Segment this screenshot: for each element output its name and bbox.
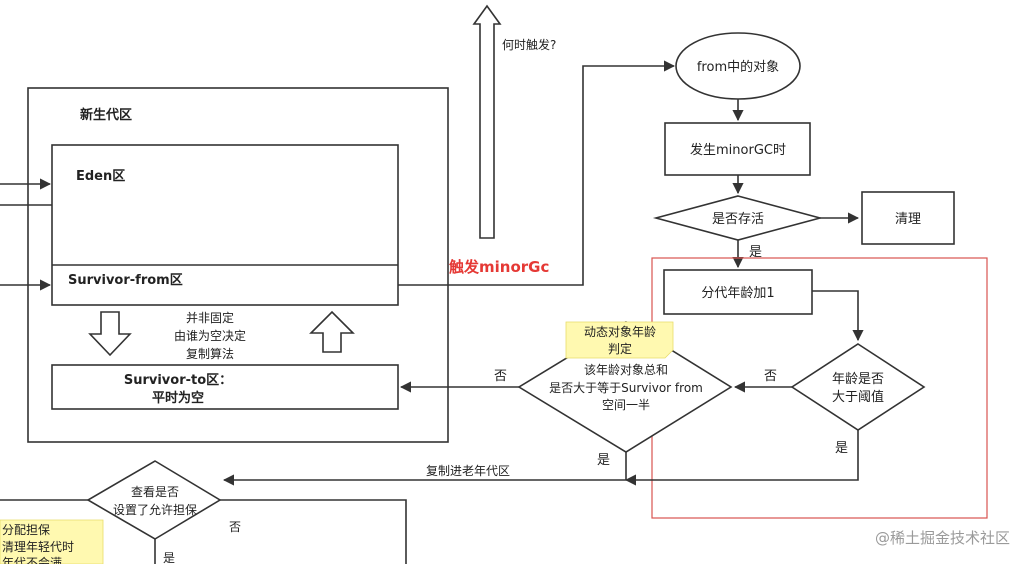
yes-guarantee-label: 是 [163, 551, 175, 564]
age-threshold-line1: 年龄是否 [832, 372, 884, 387]
up-copy-arrow-icon [309, 310, 355, 353]
no-half-label: 否 [494, 369, 507, 384]
clean-node [861, 191, 955, 245]
half-space-line1: 该年龄对象总和 [584, 363, 668, 377]
watermark-text: @稀土掘金技术社区 [875, 529, 1010, 547]
from-objects-label: from中的对象 [697, 59, 779, 75]
trigger-minorgc-label: 触发minorGc [449, 258, 549, 276]
dynamic-age-line2: 判定 [608, 341, 632, 356]
check-guarantee-decision [86, 460, 222, 540]
survivor-to-box [51, 364, 399, 410]
line-guarantee-no [220, 499, 407, 564]
dynamic-age-line1: 动态对象年龄 [584, 325, 656, 339]
check-guarantee-line2: 设置了允许担保 [113, 502, 197, 517]
half-space-line2: 是否大于等于Survivor from [549, 381, 703, 395]
copy-old-label: 复制进老年代区 [426, 464, 510, 478]
not-fixed-note-line3: 复制算法 [186, 346, 234, 361]
yes-half-label: 是 [597, 453, 610, 468]
no-guarantee-label: 否 [229, 520, 241, 534]
when-trigger-label: 何时触发? [502, 37, 556, 52]
age-plus-node [663, 269, 813, 315]
allocation-note [0, 519, 104, 564]
dynamic-age-note [565, 321, 674, 359]
not-fixed-note-line1: 并非固定 [186, 310, 234, 325]
down-copy-arrow-icon [88, 311, 132, 357]
yes-alive-label: 是 [749, 245, 762, 260]
age-threshold-decision [790, 343, 926, 431]
survivor-from-label: Survivor-from区 [68, 273, 183, 288]
age-threshold-line2: 大于阈值 [832, 389, 884, 405]
allocation-line3: 年代不会满 [2, 556, 62, 564]
allocation-line2: 清理年轻代时 [2, 540, 74, 554]
survivor-to-line2: 平时为空 [152, 390, 204, 406]
minorgc-happen-label: 发生minorGC时 [690, 142, 786, 158]
age-plus-label: 分代年龄加1 [701, 286, 774, 301]
is-alive-label: 是否存活 [712, 212, 764, 227]
no-age-label: 否 [764, 369, 777, 384]
survivor-to-line1: Survivor-to区： [124, 373, 232, 388]
eden-box [51, 144, 399, 306]
trigger-up-arrow-icon [472, 4, 502, 239]
arrow-age-to-threshold [812, 290, 864, 342]
not-fixed-note-line2: 由谁为空决定 [174, 328, 246, 343]
yes-age-label: 是 [835, 441, 848, 456]
young-gen-label: 新生代区 [80, 107, 132, 123]
clean-label: 清理 [895, 212, 921, 227]
trigger-connector [398, 60, 676, 286]
eden-label: Eden区 [76, 169, 125, 184]
allocation-line1: 分配担保 [2, 523, 50, 537]
half-space-line3: 空间一半 [602, 398, 650, 412]
check-guarantee-line1: 查看是否 [131, 485, 179, 499]
minorgc-happen-node [664, 122, 811, 176]
arrow-threshold-yes [624, 430, 859, 486]
